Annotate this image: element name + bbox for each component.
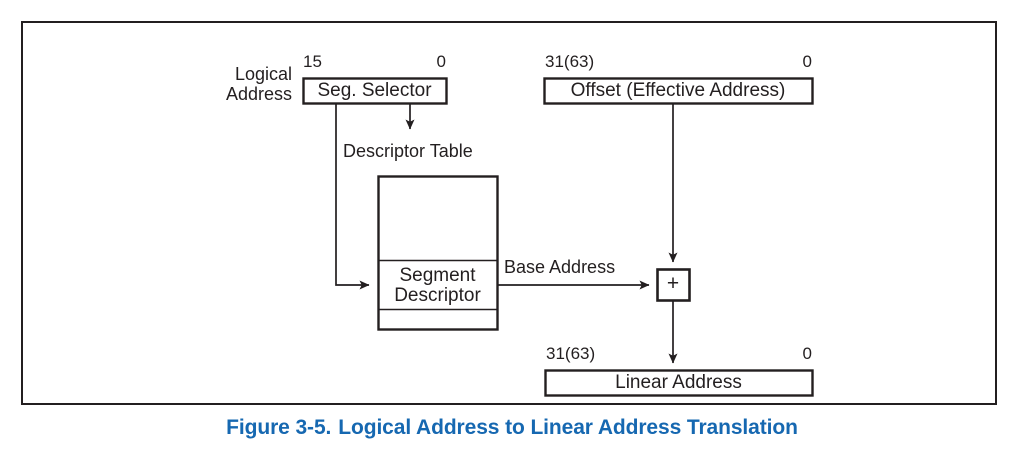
linear-address-bit-low: 0 <box>802 344 812 363</box>
logical-address-label: Logical Address <box>184 64 292 104</box>
figure-frame-border <box>21 21 997 405</box>
linear-address-bit-high: 31(63) <box>546 344 596 363</box>
figure-caption-number: Figure 3-5. <box>226 416 332 439</box>
segment-descriptor-label: Segment Descriptor <box>378 266 497 306</box>
offset-bit-high: 31(63) <box>545 52 595 71</box>
base-address-label: Base Address <box>504 257 616 277</box>
segment-descriptor-line2: Descriptor <box>394 284 481 306</box>
adder-plus-symbol: + <box>666 272 680 295</box>
logical-address-line1: Logical <box>234 64 292 84</box>
descriptor-table-label: Descriptor Table <box>343 141 473 161</box>
seg-selector-bit-low: 0 <box>436 52 446 71</box>
offset-label: Offset (Effective Address) <box>570 80 786 101</box>
offset-bit-low: 0 <box>802 52 812 71</box>
seg-selector-bit-high: 15 <box>303 52 322 71</box>
segment-descriptor-line1: Segment <box>399 265 476 286</box>
figure-caption: Figure 3-5. Logical Address to Linear Add… <box>0 416 1024 440</box>
linear-address-label: Linear Address <box>615 372 742 393</box>
seg-selector-label: Seg. Selector <box>317 80 432 101</box>
figure-caption-title: Logical Address to Linear Address Transl… <box>338 416 798 439</box>
logical-address-line2: Address <box>225 84 292 105</box>
